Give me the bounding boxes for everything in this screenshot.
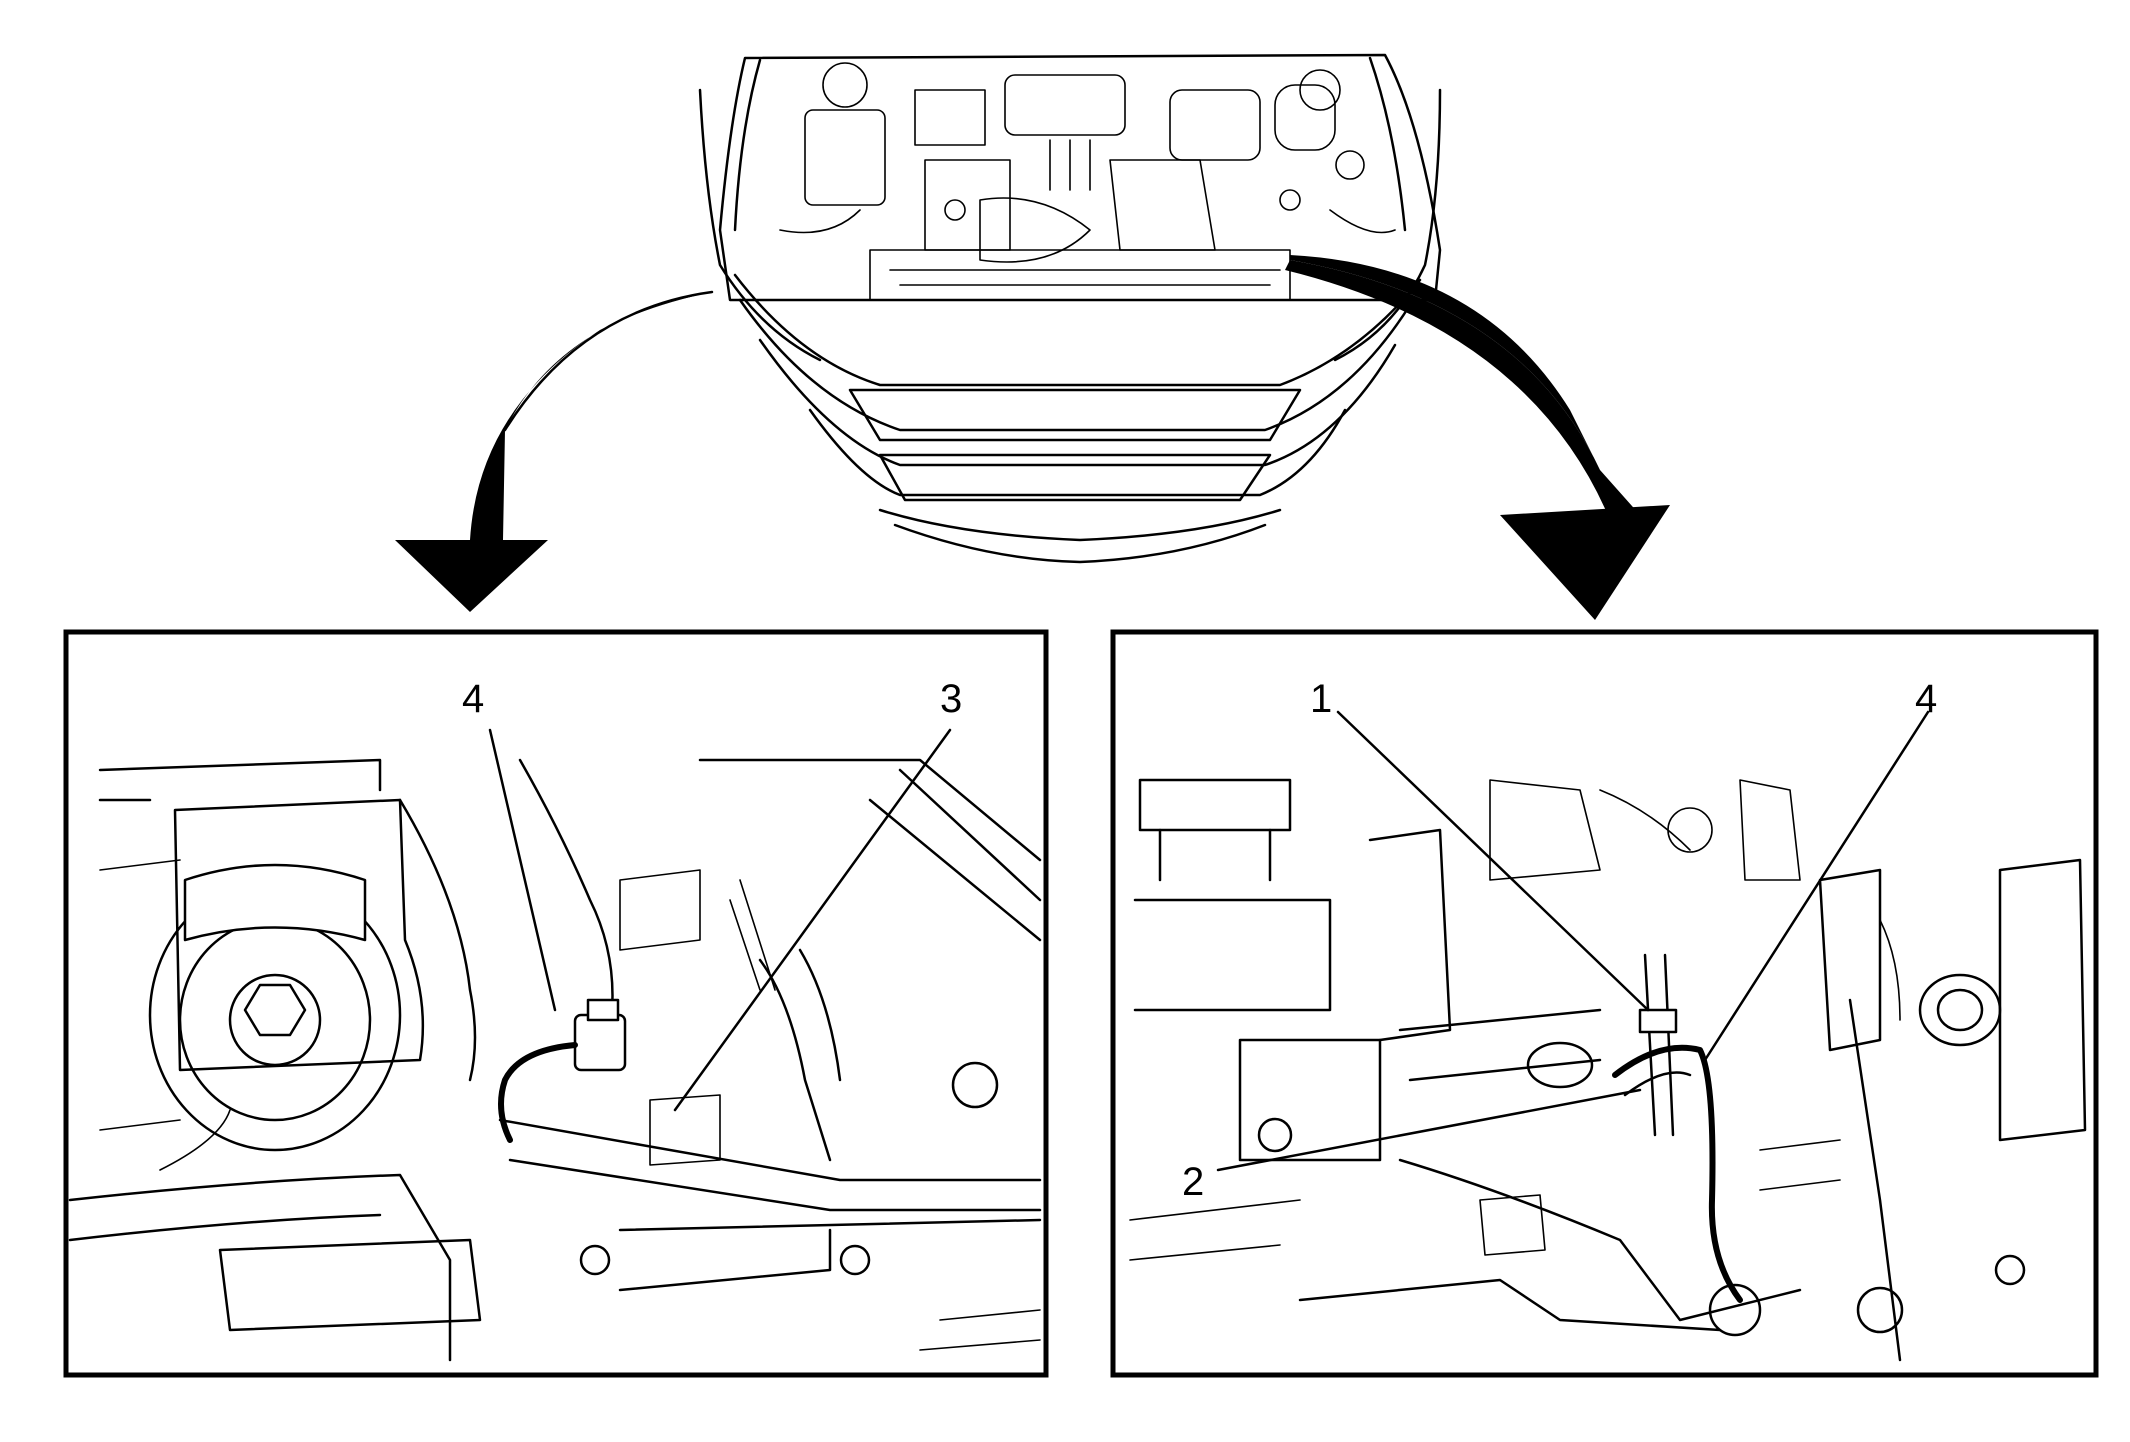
left-direction-arrow (395, 290, 714, 612)
leader-line-left-3 (673, 728, 952, 1112)
left-detail-panel: 4 3 (63, 629, 1049, 1378)
callout-left-3: 3 (940, 677, 962, 721)
left-pulley (148, 863, 402, 1152)
leader-line-right-4 (1703, 710, 1930, 1062)
right-dipstick-tube (1638, 953, 1678, 1137)
vehicle-front-view (698, 53, 1442, 564)
right-direction-arrow (1285, 255, 1670, 620)
right-sensor-harness (1612, 1044, 1743, 1303)
callout-right-2: 2 (1182, 1160, 1204, 1204)
callout-right-4: 4 (1915, 677, 1937, 721)
leader-line-right-2 (1216, 1088, 1642, 1172)
callout-right-1: 1 (1310, 677, 1332, 721)
leader-line-right-1 (1336, 710, 1650, 1012)
callout-left-4: 4 (462, 677, 484, 721)
leader-line-left-4 (488, 728, 557, 1012)
right-detail-panel: 1 4 2 (1110, 629, 2099, 1378)
